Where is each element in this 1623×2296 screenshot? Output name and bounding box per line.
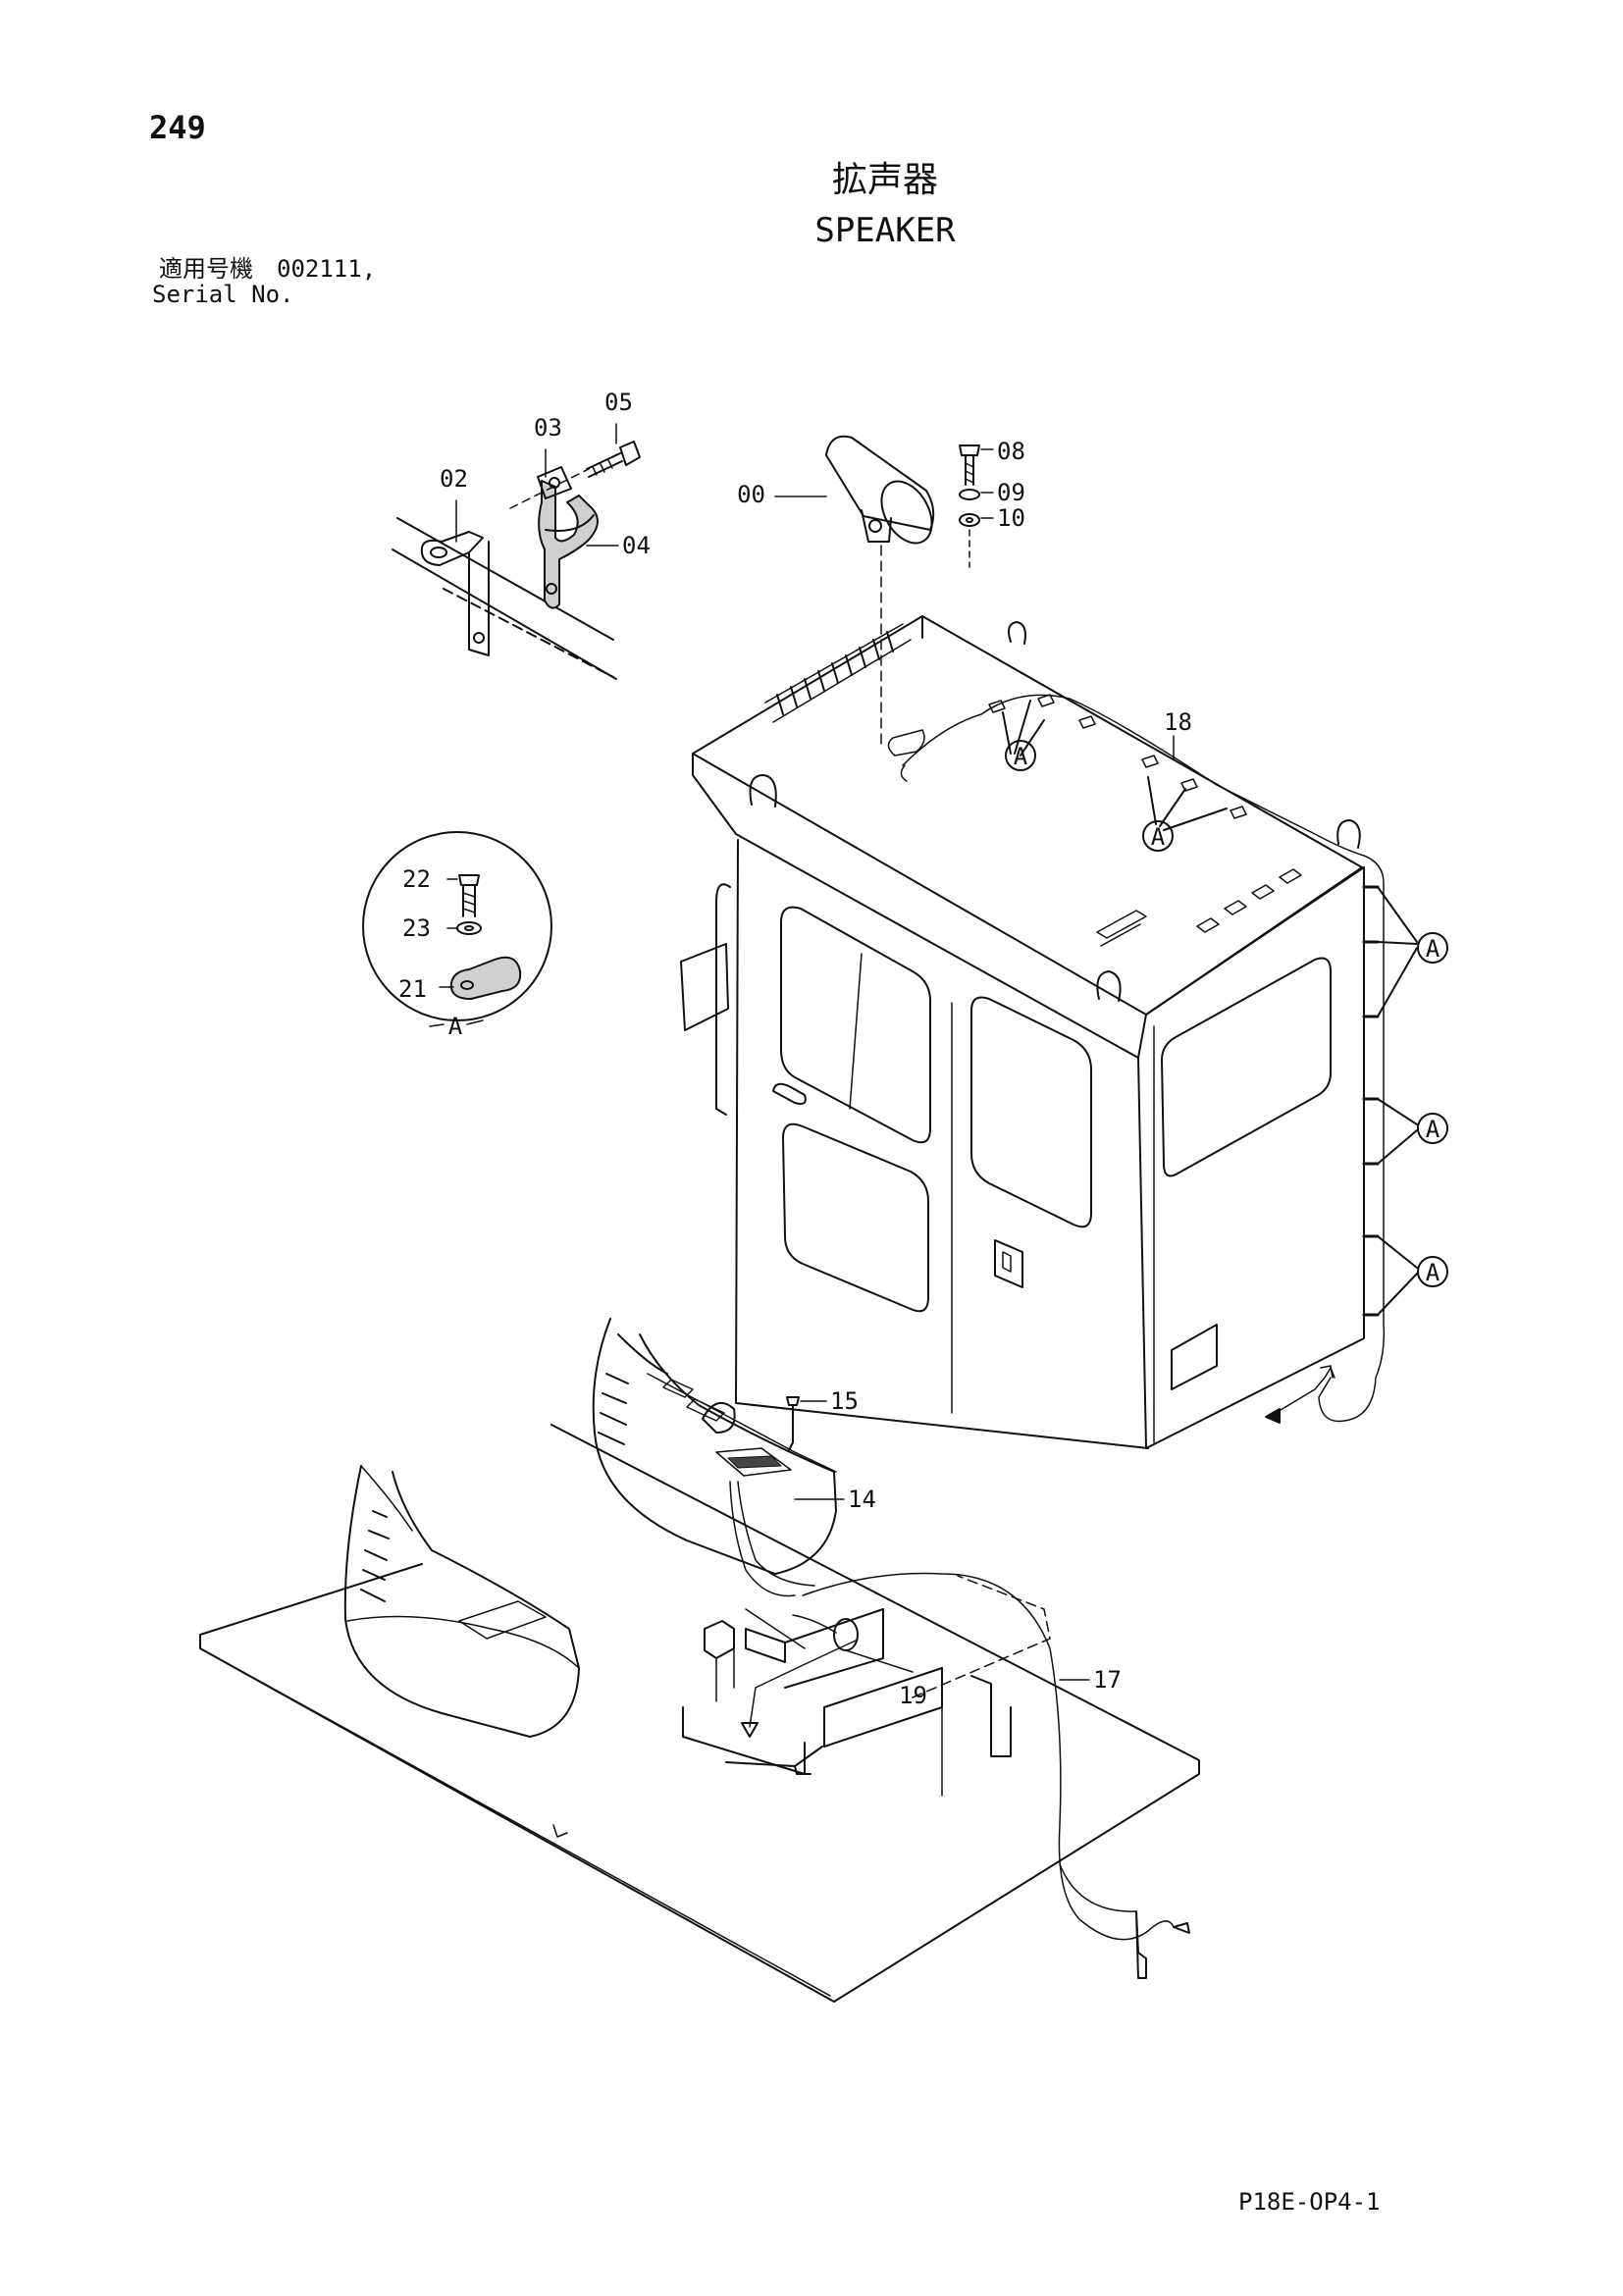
callout-08: 08 bbox=[997, 438, 1025, 465]
operator-cab: 18 bbox=[680, 615, 1386, 1449]
bracket-assembly: 02 03 05 04 bbox=[392, 389, 651, 680]
detail-view-a: 22 23 21 A bbox=[362, 831, 552, 1040]
ref-marker-a5: A bbox=[1377, 1235, 1448, 1316]
callout-04: 04 bbox=[622, 532, 651, 559]
callout-03: 03 bbox=[534, 414, 562, 442]
serial-applicability-japanese: 適用号機 002111, bbox=[159, 255, 377, 283]
svg-text:A: A bbox=[1426, 935, 1440, 963]
page-title-english: SPEAKER bbox=[814, 211, 956, 250]
callout-00: 00 bbox=[737, 481, 765, 508]
ref-marker-a4: A bbox=[1377, 1098, 1448, 1165]
floor-console-area: 14 15 19 bbox=[199, 1318, 1335, 2003]
callout-19: 19 bbox=[899, 1682, 927, 1709]
callout-18: 18 bbox=[1164, 708, 1192, 736]
figure-code: P18E-OP4-1 bbox=[1238, 2188, 1381, 2216]
callout-23: 23 bbox=[402, 914, 431, 942]
callout-21: 21 bbox=[398, 975, 427, 1003]
callout-09: 09 bbox=[997, 479, 1025, 506]
callout-15: 15 bbox=[830, 1387, 859, 1415]
clamp-reference-markers: A A A A A bbox=[1002, 700, 1448, 1316]
svg-text:A: A bbox=[1014, 743, 1028, 770]
callout-14: 14 bbox=[848, 1486, 876, 1513]
ref-marker-a3: A bbox=[1377, 886, 1448, 1018]
ref-marker-a2: A bbox=[1142, 776, 1228, 852]
ref-marker-a1: A bbox=[1002, 700, 1045, 771]
callout-05: 05 bbox=[604, 389, 633, 416]
callout-10: 10 bbox=[997, 504, 1025, 532]
page-number: 249 bbox=[149, 109, 206, 146]
serial-applicability-english: Serial No. bbox=[152, 281, 294, 308]
speaker-unit: 00 08 09 10 bbox=[737, 435, 1025, 747]
callout-02: 02 bbox=[440, 465, 468, 493]
page-title-japanese: 拡声器 bbox=[831, 160, 938, 200]
callout-22: 22 bbox=[402, 865, 431, 893]
detail-label: A bbox=[448, 1013, 463, 1040]
svg-text:A: A bbox=[1426, 1116, 1440, 1143]
svg-text:A: A bbox=[1151, 823, 1166, 851]
callout-17: 17 bbox=[1093, 1666, 1122, 1694]
svg-text:A: A bbox=[1426, 1259, 1440, 1286]
